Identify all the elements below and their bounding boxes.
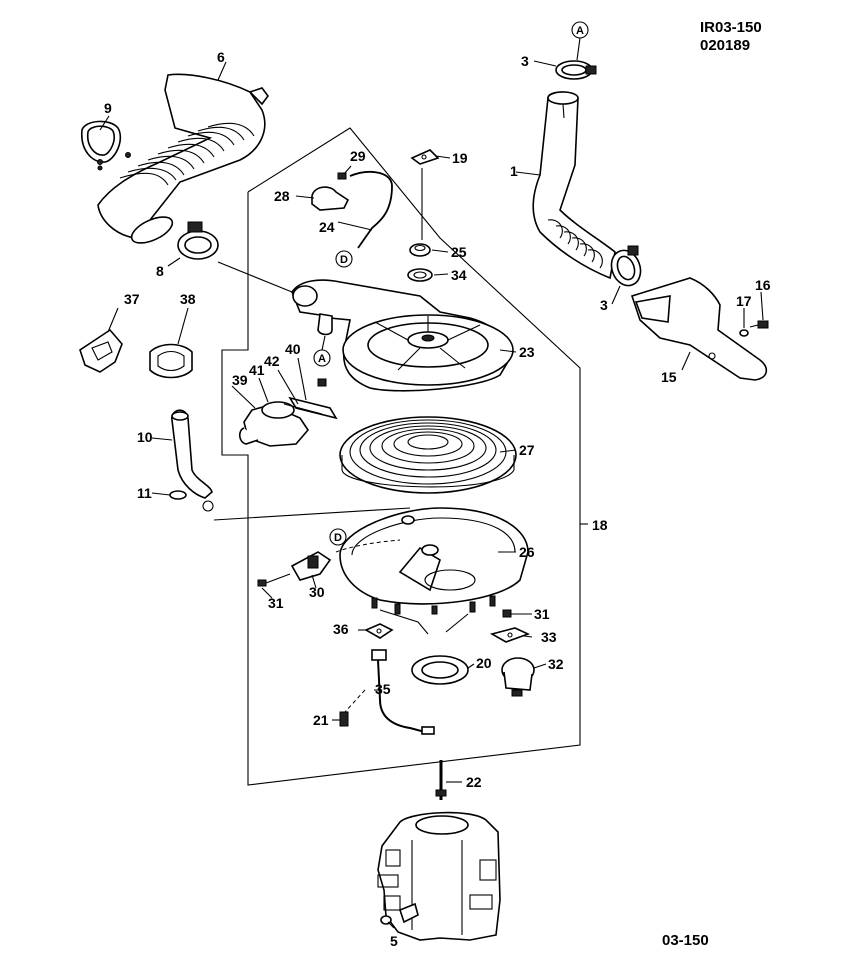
diagram-date: 020189: [700, 37, 750, 54]
callout-25: 25: [451, 244, 467, 260]
callout-27: 27: [519, 442, 535, 458]
retaining-clip-37: [79, 328, 123, 373]
callout-38: 38: [180, 291, 196, 307]
callout-5: 5: [390, 933, 398, 949]
pipe-clamp-lower: [610, 245, 642, 287]
callout-1: 1: [510, 163, 518, 179]
callout-10: 10: [137, 429, 153, 445]
callout-22: 22: [466, 774, 482, 790]
screw-31-right: [502, 609, 512, 618]
pipe-clamp-upper: [555, 60, 597, 80]
duct-clip-ring: [81, 120, 131, 171]
callout-17: 17: [736, 293, 752, 309]
callout-3-upper: 3: [521, 53, 529, 69]
callout-41: 41: [249, 362, 265, 378]
hose-clamp-small: [169, 490, 187, 500]
grommet-25: [409, 243, 431, 257]
page-reference: 03-150: [662, 932, 709, 949]
callout-18: 18: [592, 517, 608, 533]
connector-d-mid: D: [329, 528, 347, 546]
callout-8: 8: [156, 263, 164, 279]
callout-labels: 1 3 3 5 6 8 9 10 11 15 16 17 18 19 20 21…: [104, 49, 771, 949]
connector-a-top: A: [571, 21, 589, 61]
callout-36: 36: [333, 621, 349, 637]
vacuum-tube-24: [349, 171, 393, 249]
control-valve-39: [238, 401, 310, 447]
vacuum-hose: [171, 409, 213, 499]
callout-28: 28: [274, 188, 290, 204]
callout-26: 26: [519, 544, 535, 560]
callout-23: 23: [519, 344, 535, 360]
air-duct-bellows: [97, 73, 269, 244]
base-seal-20: [411, 655, 469, 685]
intake-pipe: [532, 91, 616, 280]
callout-24: 24: [319, 219, 335, 235]
air-filter-element: [339, 416, 517, 494]
sensor-28: [311, 186, 350, 211]
callout-29: 29: [350, 148, 366, 164]
bolt-16: [749, 320, 769, 329]
callout-35: 35: [375, 681, 391, 697]
screw-29: [337, 172, 347, 180]
svg-text:D: D: [334, 532, 342, 544]
svg-text:A: A: [318, 353, 326, 365]
stud-bolt-22: [435, 760, 447, 800]
callout-30: 30: [309, 584, 325, 600]
screw-40: [317, 378, 327, 387]
callout-39: 39: [232, 372, 248, 388]
seal-34: [407, 268, 433, 282]
sensor-harness-35: [371, 649, 435, 735]
callout-33: 33: [541, 629, 557, 645]
callout-40: 40: [285, 341, 301, 357]
callout-11: 11: [137, 485, 152, 501]
connector-a-mid: A: [313, 335, 331, 367]
gasket-41: [283, 403, 323, 415]
screw-31-left: [257, 573, 291, 587]
callout-3-lower: 3: [600, 297, 608, 313]
air-cleaner-cover: [291, 279, 514, 392]
callout-19: 19: [452, 150, 468, 166]
callout-16: 16: [755, 277, 771, 293]
retaining-clip-38: [149, 343, 193, 379]
diagram-code: IR03-150: [700, 19, 762, 36]
callout-32: 32: [548, 656, 564, 672]
callout-21: 21: [313, 712, 329, 728]
callout-42: 42: [264, 353, 280, 369]
callout-31-left: 31: [268, 595, 284, 611]
hose-clamp: [177, 221, 219, 260]
connector-d-top: D: [335, 250, 353, 268]
temperature-sensor-30: [290, 551, 332, 581]
callout-31-right: 31: [534, 606, 550, 622]
callout-6: 6: [217, 49, 225, 65]
gasket-42: [288, 396, 338, 420]
svg-text:A: A: [576, 25, 584, 37]
svg-text:D: D: [340, 254, 348, 266]
air-cleaner-base: [339, 507, 529, 615]
leader-lines: [99, 60, 764, 929]
gasket-36: [364, 623, 394, 639]
washer-17: [739, 329, 749, 337]
bolt-21: [339, 711, 349, 727]
assembly-boundary: [221, 127, 581, 786]
carburetor-body: [377, 811, 501, 941]
gasket-19: [410, 149, 440, 165]
callout-34: 34: [451, 267, 467, 283]
callout-20: 20: [476, 655, 492, 671]
mounting-bracket: [630, 277, 768, 381]
callout-15: 15: [661, 369, 677, 385]
gasket-33: [489, 627, 531, 643]
callout-37: 37: [124, 291, 140, 307]
vacuum-motor-32: [501, 657, 535, 697]
callout-9: 9: [104, 100, 112, 116]
